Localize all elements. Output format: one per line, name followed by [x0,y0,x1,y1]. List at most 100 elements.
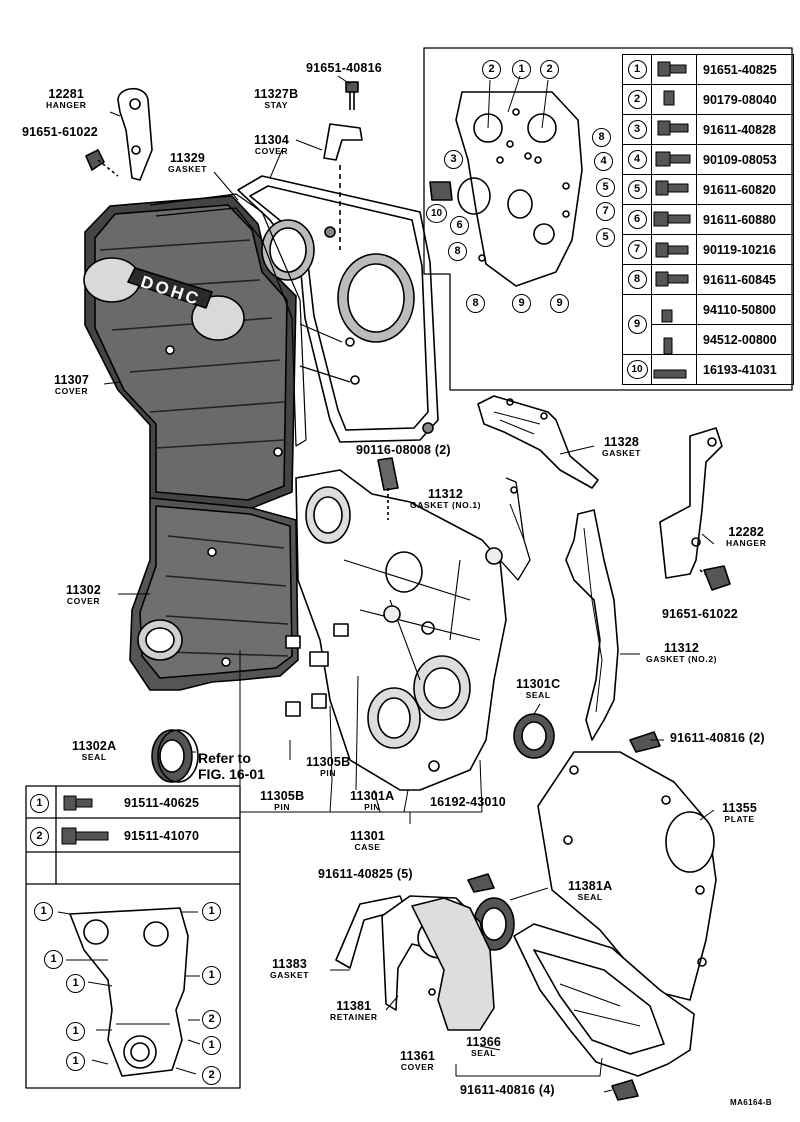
bolt-91611-40825-bottom [467,873,495,893]
upper-cover-11307 [83,195,297,509]
hanger-12281 [117,87,153,181]
callout: 1 [66,974,85,993]
bolt-icon [651,144,697,175]
gasket-11329 [149,193,307,447]
label-91611-40816-2: 91611-40816 (2) [670,731,765,745]
plug-icon [651,324,697,355]
bolt-icon [651,264,697,295]
pins-11305B [285,623,349,717]
callout: 1 [202,1036,221,1055]
callout: 2 [482,60,501,79]
bolt-icon [651,174,697,205]
inset-box-top-right [423,47,793,391]
nut-icon [651,84,697,115]
callout: 2 [202,1066,221,1085]
lower-cover-11302 [129,497,299,691]
callout: 3 [444,150,463,169]
left-table-pn-2: 91511-41070 [124,829,200,843]
callout: 1 [34,902,53,921]
callout: 1 [512,60,531,79]
callout: 1 [202,966,221,985]
nut-icon [651,294,697,325]
label-90116-08008: 90116-08008 (2) [356,443,451,457]
callout: 8 [448,242,467,261]
left-table-row-2: 2 [30,827,49,846]
label-16192-43010: 16192-43010 [430,795,506,809]
callout: 1 [44,950,63,969]
label-91611-40816-4: 91611-40816 (4) [460,1083,555,1097]
rear-cover-11304 [237,175,439,443]
callout: 1 [66,1052,85,1071]
leader-lines [103,75,715,1093]
label-91651-61022-right: 91651-61022 [662,607,738,621]
inset-box-bottom-left [25,785,241,1089]
label-91651-40816: 91651-40816 [306,61,382,75]
callout: 9 [512,294,531,313]
seal-11366 [411,897,495,1031]
stud-90116-08008 [377,457,399,520]
table-icons-left [61,795,109,845]
left-table-row-1: 1 [30,794,49,813]
bolt-icon [651,204,697,235]
callout: 8 [466,294,485,313]
seal-11302A [151,729,199,783]
gasket-11328 [477,395,599,489]
bolt-91611-40816-bottom [611,1079,639,1101]
callout: 6 [450,216,469,235]
bolt-icon [651,114,697,145]
cover-11361 [513,923,695,1077]
left-table-pn-1: 91511-40625 [124,796,200,810]
seal-11301C [513,713,555,759]
callout: 8 [592,128,611,147]
plate-11355 [537,751,717,1001]
label-91611-40825-5: 91611-40825 (5) [318,867,413,881]
callout: 5 [596,178,615,197]
bolt-91651-61022-top [85,149,119,177]
hanger-12282 [659,427,731,591]
stay-11327B [323,81,363,250]
bolt-91611-40816-right [629,731,661,753]
figure-code: MA6164-B [730,1098,772,1107]
callout: 9 [550,294,569,313]
callout: 7 [596,202,615,221]
callout: 1 [66,1022,85,1041]
bolt-icon [651,234,697,265]
dowel-icon [651,354,697,385]
label-91651-61022-top: 91651-61022 [22,125,98,139]
bolt-icon [651,54,697,85]
callout: 1 [202,902,221,921]
